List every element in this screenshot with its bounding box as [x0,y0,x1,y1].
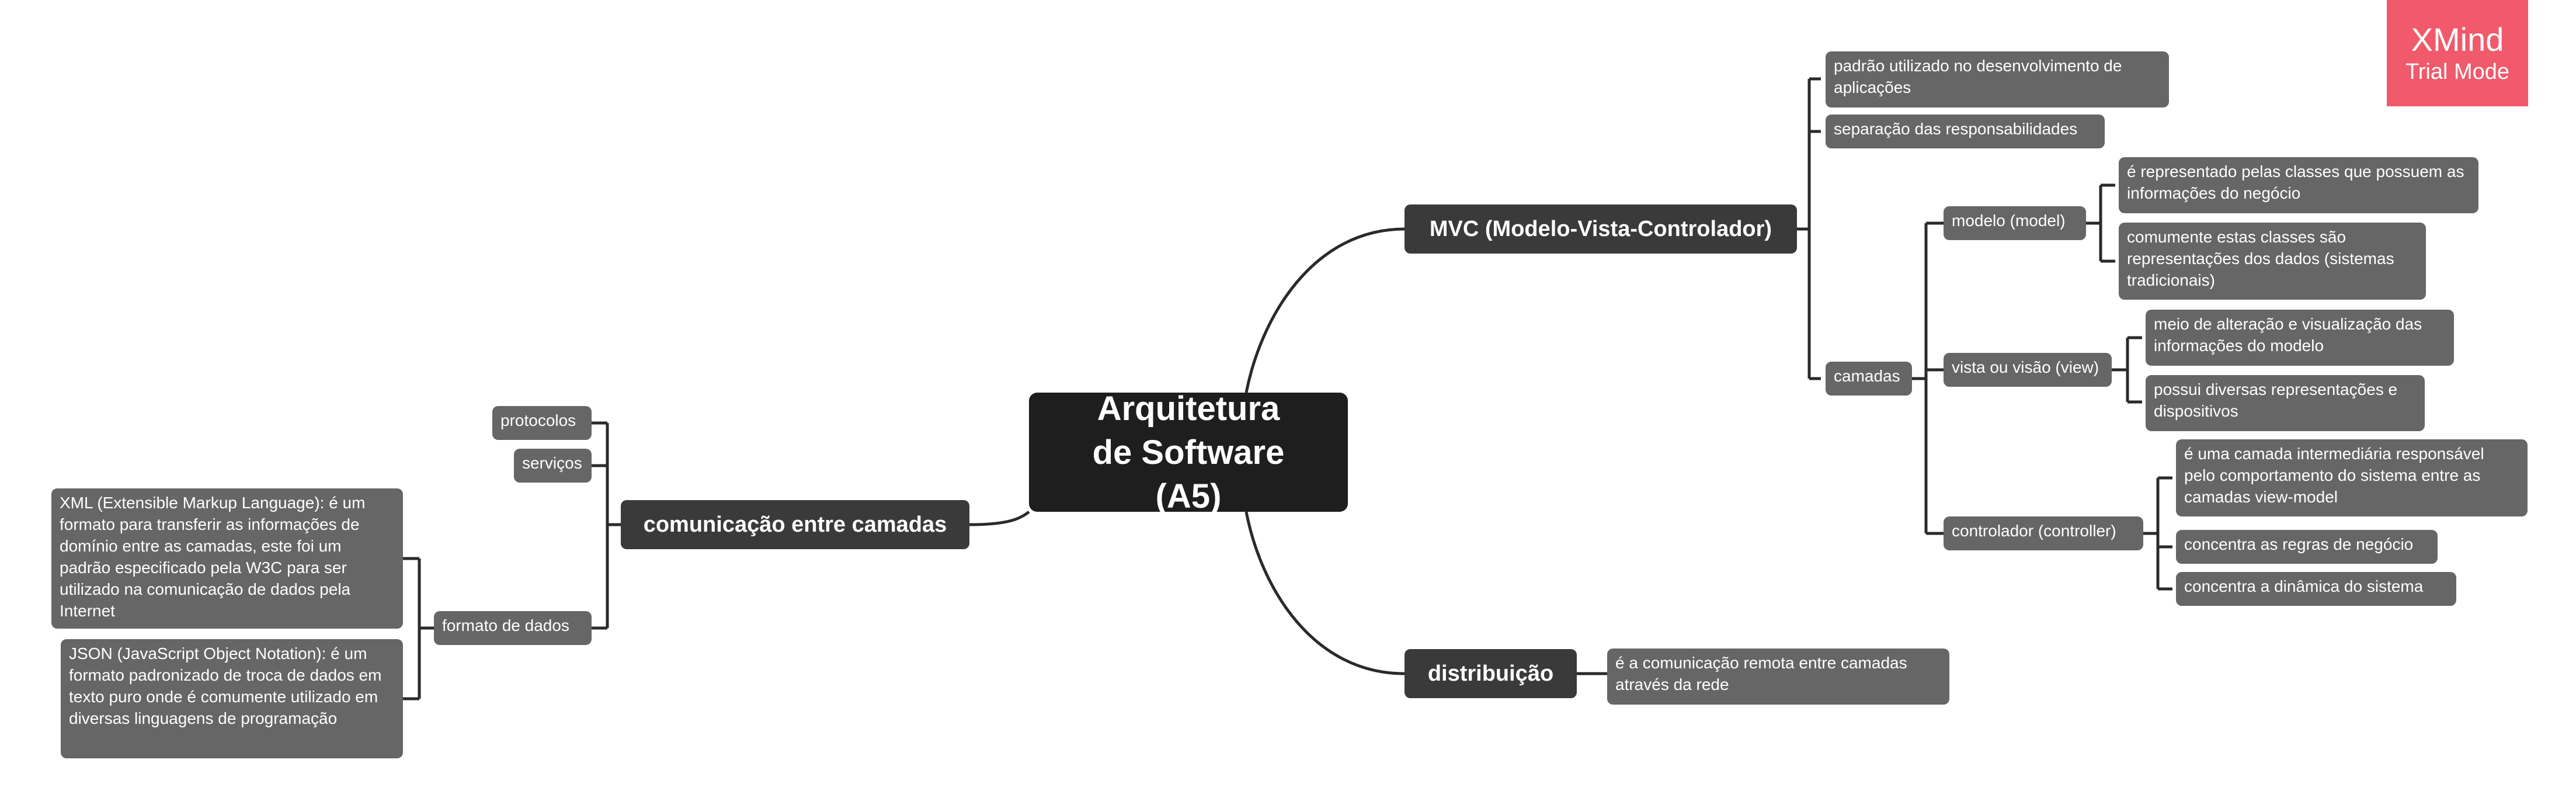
edge-central-comunicacao [969,511,1030,526]
controlador-desc-regras[interactable]: concentra as regras de negócio [2176,530,2438,564]
edge-formato-children [403,557,434,701]
formato-json[interactable]: JSON (JavaScript Object Notation): é um … [61,639,403,758]
watermark-brand: XMind [2411,21,2504,58]
topic-distribuicao[interactable]: distribuição [1405,649,1577,698]
mvc-item-padrao[interactable]: padrão utilizado no desenvolvimento de a… [1826,51,2169,107]
edge-central-distribuicao [1244,511,1405,675]
mvc-item-camadas[interactable]: camadas [1826,362,1912,396]
camada-modelo[interactable]: modelo (model) [1944,206,2086,240]
xmind-trial-watermark: XMind Trial Mode [2387,0,2528,106]
camada-controlador[interactable]: controlador (controller) [1944,516,2143,550]
topic-mvc[interactable]: MVC (Modelo-Vista-Controlador) [1405,204,1797,254]
edge-central-mvc [1244,227,1405,393]
controlador-desc-dinamica[interactable]: concentra a dinâmica do sistema [2176,572,2456,606]
topic-mvc-label: MVC (Modelo-Vista-Controlador) [1429,216,1772,241]
formato-xml[interactable]: XML (Extensible Markup Language): é um f… [51,488,403,629]
central-topic[interactable]: Arquitetura de Software (A5) [1029,390,1348,515]
edge-vista-children [2112,336,2142,404]
modelo-desc-representacoes[interactable]: comumente estas classes são representaçõ… [2119,223,2426,300]
distribuicao-desc[interactable]: é a comunicação remota entre camadas atr… [1607,649,1949,705]
modelo-desc-classes[interactable]: é representado pelas classes que possuem… [2119,157,2478,213]
mvc-item-separacao[interactable]: separação das responsabilidades [1826,115,2105,148]
vista-desc-alteracao[interactable]: meio de alteração e visualização das inf… [2146,310,2454,366]
controlador-desc-intermediaria[interactable]: é uma camada intermediária responsável p… [2176,439,2528,516]
edge-comunicacao-children [592,421,621,630]
edge-controlador-children [2143,476,2172,591]
comunicacao-servicos[interactable]: serviços [514,449,592,483]
topic-distribuicao-label: distribuição [1427,661,1554,686]
central-topic-label: Arquitetura de Software (A5) [1092,389,1285,515]
vista-desc-representacoes[interactable]: possui diversas representações e disposi… [2146,375,2425,431]
camada-vista[interactable]: vista ou visão (view) [1944,353,2112,387]
comunicacao-protocolos[interactable]: protocolos [492,406,592,440]
topic-comunicacao[interactable]: comunicação entre camadas [621,500,969,549]
edge-modelo-children [2086,183,2115,263]
topic-comunicacao-label: comunicação entre camadas [643,512,947,537]
comunicacao-formato[interactable]: formato de dados [434,611,592,645]
edge-camadas-children [1912,221,1944,535]
watermark-mode: Trial Mode [2405,60,2510,84]
edge-mvc-children [1797,77,1821,380]
